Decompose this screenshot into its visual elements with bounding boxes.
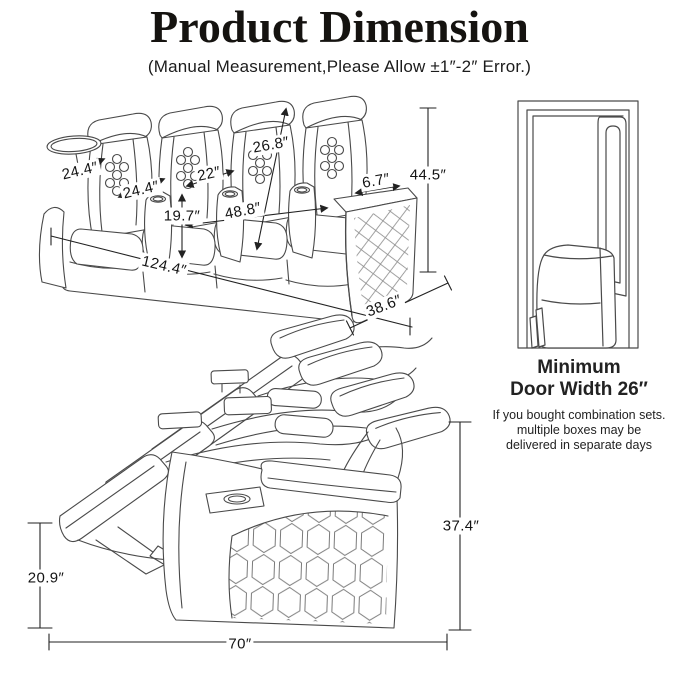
door-min-width-line2: Door Width 26″ <box>510 379 648 401</box>
page-subtitle: (Manual Measurement,Please Allow ±1″-2″ … <box>147 57 532 76</box>
door-caption: Minimum Door Width 26″ If you bought com… <box>479 357 679 452</box>
door-drawing <box>517 100 639 349</box>
door-note-line2: multiple boxes may be <box>516 422 642 437</box>
sofa-reclined-drawing <box>58 314 452 629</box>
door-min-width-line1: Minimum <box>537 357 621 378</box>
dim-label-footrest-height: 20.9″ <box>25 569 67 587</box>
dim-label-reclined-length: 70″ <box>226 635 254 653</box>
dim-label-reclined-height: 37.4″ <box>440 517 482 535</box>
dim-label-total-height: 44.5″ <box>407 166 449 184</box>
sofa-upright-drawing <box>38 95 418 324</box>
page-title: Product Dimension <box>150 1 529 52</box>
door-note-line3: delivered in separate days <box>506 437 652 452</box>
dim-label-seat-height: 19.7″ <box>161 207 203 225</box>
door-note-line1: If you bought combination sets. <box>492 408 666 423</box>
